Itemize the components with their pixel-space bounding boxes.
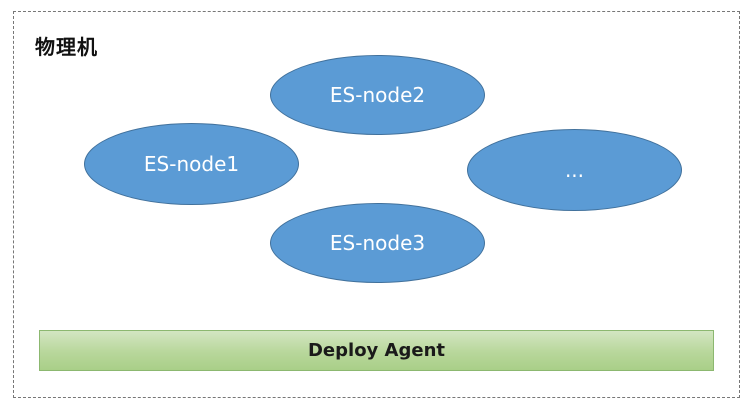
node-label: ...: [564, 158, 585, 182]
deploy-agent-bar: Deploy Agent: [39, 330, 714, 371]
es-node1-ellipse: ES-node1: [84, 123, 299, 205]
physical-machine-frame: [13, 11, 740, 398]
es-node2-ellipse: ES-node2: [270, 55, 485, 135]
node-label: ES-node1: [143, 152, 240, 176]
deploy-agent-label: Deploy Agent: [307, 340, 445, 361]
frame-title: 物理机: [35, 35, 98, 59]
node-label: ES-node3: [329, 231, 426, 255]
more-nodes-ellipse: ...: [467, 129, 682, 211]
node-label: ES-node2: [329, 83, 426, 107]
es-node3-ellipse: ES-node3: [270, 203, 485, 283]
